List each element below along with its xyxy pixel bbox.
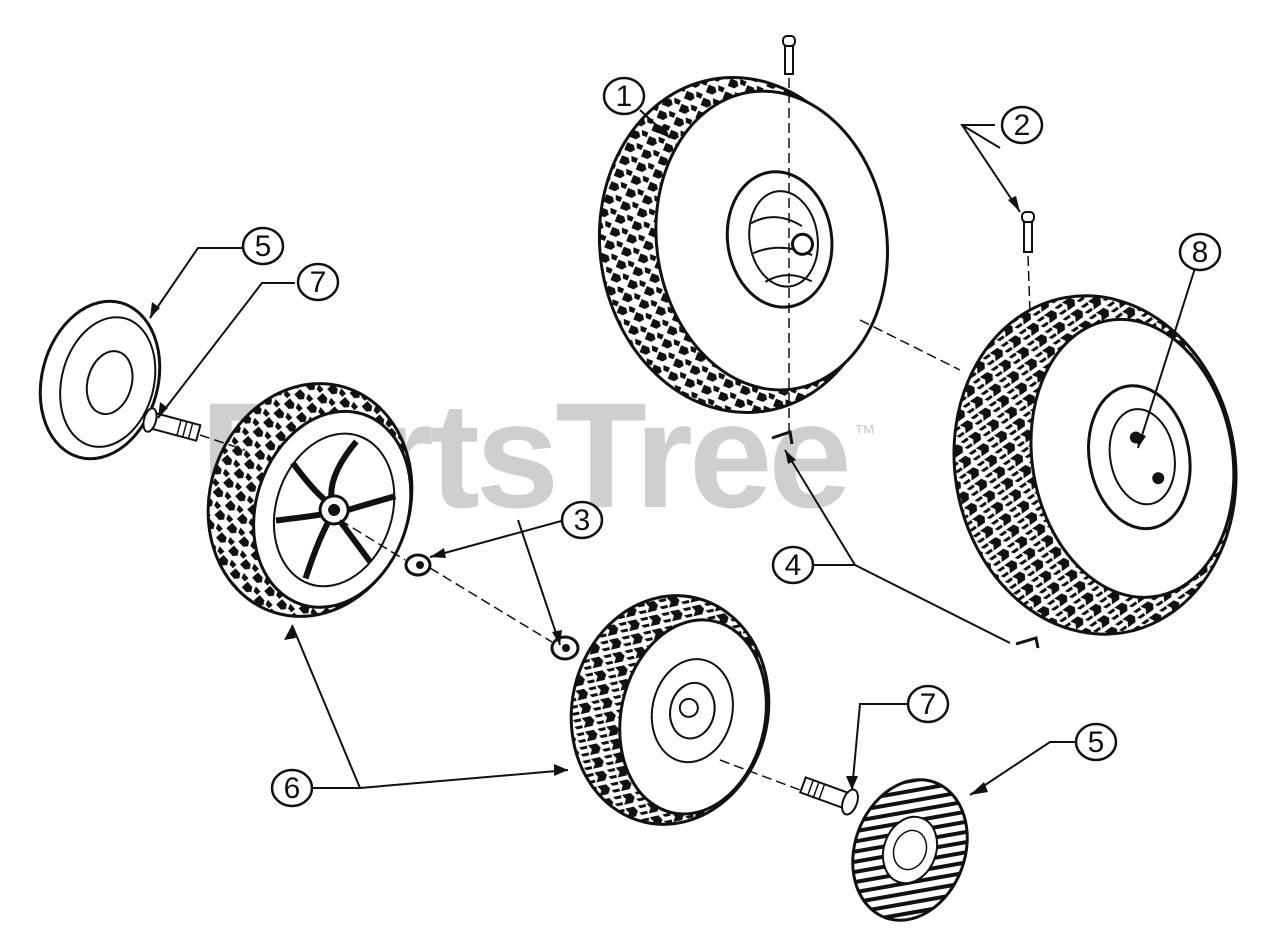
- clip-4-upper: [771, 430, 794, 445]
- callout-number: 4: [785, 549, 802, 582]
- callout-7: 7: [296, 262, 340, 302]
- axle-bolt-7-lower: [798, 776, 859, 816]
- callout-5-2: 5: [1074, 722, 1118, 762]
- callout-bubbles: 1 2 3 4 5 5 6 7 7 8: [241, 76, 1222, 808]
- callout-number: 7: [310, 266, 327, 299]
- tire-1-upper-center: [597, 75, 889, 415]
- callout-number: 5: [1088, 726, 1105, 759]
- tire-8-right: [952, 294, 1238, 636]
- hubcap-5-vented: [851, 778, 969, 922]
- callout-7-2: 7: [906, 684, 950, 724]
- callout-number: 5: [255, 230, 272, 263]
- leader-arrowheads: [150, 124, 1146, 795]
- callout-6: 6: [270, 768, 314, 808]
- leader-lines: [149, 109, 1197, 796]
- pin-2-right: [1021, 211, 1035, 253]
- callout-number: 1: [616, 80, 633, 113]
- callout-number: 8: [1192, 236, 1209, 269]
- callout-8: 8: [1178, 232, 1222, 272]
- hubcap-5-plain: [38, 299, 162, 461]
- callout-4: 4: [771, 545, 815, 585]
- callout-3: 3: [560, 500, 604, 540]
- callout-2: 2: [1000, 105, 1044, 145]
- tire-6-bottom-center: [569, 594, 771, 826]
- callout-number: 7: [920, 688, 937, 721]
- callout-number: 6: [284, 772, 301, 805]
- tire-6-left: [206, 382, 414, 618]
- callout-number: 3: [574, 504, 591, 537]
- axle-bolt-7-upper: [142, 407, 202, 442]
- clip-4-lower: [1015, 636, 1040, 649]
- assembly-axis-lines: [199, 78, 1031, 791]
- bushing-3-right: [550, 635, 580, 661]
- callout-1: 1: [602, 76, 646, 116]
- callout-number: 2: [1014, 109, 1031, 142]
- callout-5: 5: [241, 226, 285, 266]
- pin-2-top: [782, 35, 796, 75]
- bushing-3-left: [404, 553, 432, 577]
